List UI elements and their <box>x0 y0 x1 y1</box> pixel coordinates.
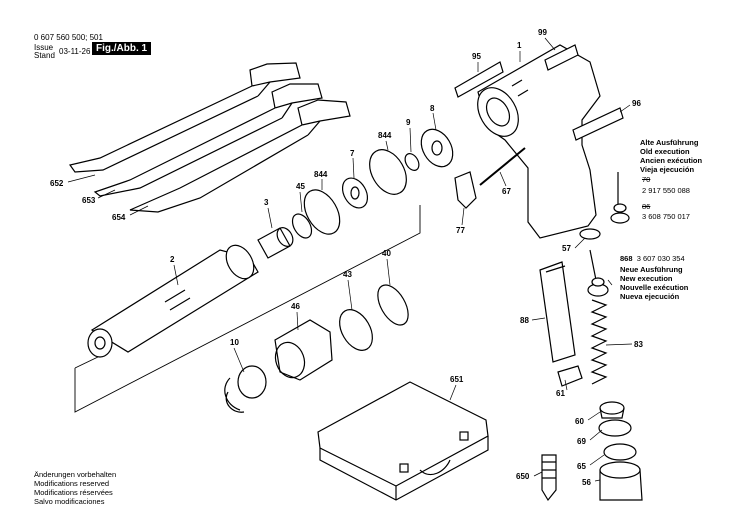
callout: 844 <box>314 170 328 179</box>
callout: 56 <box>582 478 591 487</box>
callout: 96 <box>632 99 641 108</box>
footer-line: Modifications reserved <box>34 479 110 488</box>
nut-46 <box>274 319 333 381</box>
footer-line: Änderungen vorbehalten <box>34 470 117 479</box>
old-part-70-code: 2 917 550 088 <box>642 186 690 195</box>
new-exec-line: Nueva ejecución <box>620 292 680 301</box>
footer-line: Salvo modificaciones <box>34 497 105 506</box>
old-exec-line: Vieja ejecución <box>640 165 695 174</box>
ring-43 <box>339 309 373 351</box>
callout: 43 <box>343 270 352 279</box>
callout: 653 <box>82 196 96 205</box>
barrel-part-2 <box>87 244 259 358</box>
callout: 7 <box>350 149 355 158</box>
new-execution-part: 868 3 607 030 354 <box>620 254 685 263</box>
chisel-654 <box>129 99 351 213</box>
label-95 <box>454 61 504 98</box>
ring-40 <box>377 284 409 326</box>
callout: 67 <box>502 187 511 196</box>
old-exec-line: Old execution <box>640 147 690 156</box>
disc-part-8 <box>420 128 454 168</box>
old-valve-parts <box>610 172 630 224</box>
callout: 651 <box>450 375 464 384</box>
callout: 9 <box>406 118 411 127</box>
callout: 57 <box>562 244 571 253</box>
callout: 65 <box>577 462 586 471</box>
ring-9 <box>404 153 420 171</box>
nozzle-650 <box>541 454 557 502</box>
callout: 8 <box>430 104 435 113</box>
new-exec-line: Nouvelle exécution <box>620 283 689 292</box>
doc-number: 0 607 560 500; 501 <box>34 33 103 42</box>
footer-note: Änderungen vorbehalten Modifications res… <box>34 470 116 506</box>
label-99 <box>544 44 579 71</box>
assembly-frame <box>74 205 421 413</box>
trigger-77 <box>454 171 477 209</box>
o-ring-844-lower <box>303 189 341 235</box>
new-exec-line: New execution <box>620 274 673 283</box>
old-part-86-code: 3 608 750 017 <box>642 212 690 221</box>
callout-labels: 652 653 654 2 3 45 844 7 844 9 8 95 1 99… <box>50 28 643 487</box>
ring-65 <box>603 443 637 461</box>
new-exec-line: Neue Ausführung <box>620 265 683 274</box>
callout: 83 <box>634 340 643 349</box>
plate-88 <box>539 261 576 363</box>
footer-line: Modifications réservées <box>34 488 113 497</box>
callout: 88 <box>520 316 529 325</box>
callout: 2 <box>170 255 175 264</box>
chisel-653 <box>93 83 323 197</box>
valve-part-7 <box>341 177 369 209</box>
spring-83 <box>590 299 608 385</box>
ring-45 <box>291 213 313 239</box>
washer-69 <box>598 419 632 437</box>
callout: 95 <box>472 52 481 61</box>
old-execution-note: Alte Ausführung Old execution Ancien exé… <box>640 138 702 174</box>
sleeve-part-3 <box>257 227 294 259</box>
callout: 69 <box>577 437 586 446</box>
fitting-56 <box>599 461 643 501</box>
callout: 60 <box>575 417 584 426</box>
callout: 3 <box>264 198 269 207</box>
block-61 <box>557 365 583 387</box>
pin-67 <box>479 147 526 186</box>
chisel-652 <box>68 62 301 173</box>
housing-part-1 <box>477 44 601 239</box>
callout: 99 <box>538 28 547 37</box>
callout: 654 <box>112 213 126 222</box>
new-execution-note: Neue Ausführung New execution Nouvelle e… <box>620 265 688 301</box>
valve-868 <box>587 249 609 297</box>
callout: 652 <box>50 179 64 188</box>
callout: 40 <box>382 249 391 258</box>
figure-label: Fig./Abb. 1 <box>92 42 152 55</box>
old-exec-line: Ancien exécution <box>640 156 703 165</box>
old-part-86: 86 <box>642 202 651 211</box>
callout: 61 <box>556 389 565 398</box>
o-ring-844-upper <box>369 149 407 195</box>
label-96 <box>572 107 624 141</box>
stand-label: Stand <box>34 51 55 60</box>
filter-60 <box>599 401 625 419</box>
old-part-70: 70 <box>642 175 651 184</box>
callout: 46 <box>291 302 300 311</box>
issue-date: 03-11-26 <box>59 47 91 56</box>
issue-label: Issue <box>34 43 54 52</box>
callout: 1 <box>517 41 522 50</box>
carrying-case-651 <box>317 381 489 501</box>
spring-clip-10 <box>224 365 267 413</box>
callout: 844 <box>378 131 392 140</box>
callout: 45 <box>296 182 305 191</box>
callout: 650 <box>516 472 530 481</box>
old-exec-line: Alte Ausführung <box>640 138 699 147</box>
callout: 77 <box>456 226 465 235</box>
washer-57 <box>579 228 601 240</box>
callout: 10 <box>230 338 239 347</box>
